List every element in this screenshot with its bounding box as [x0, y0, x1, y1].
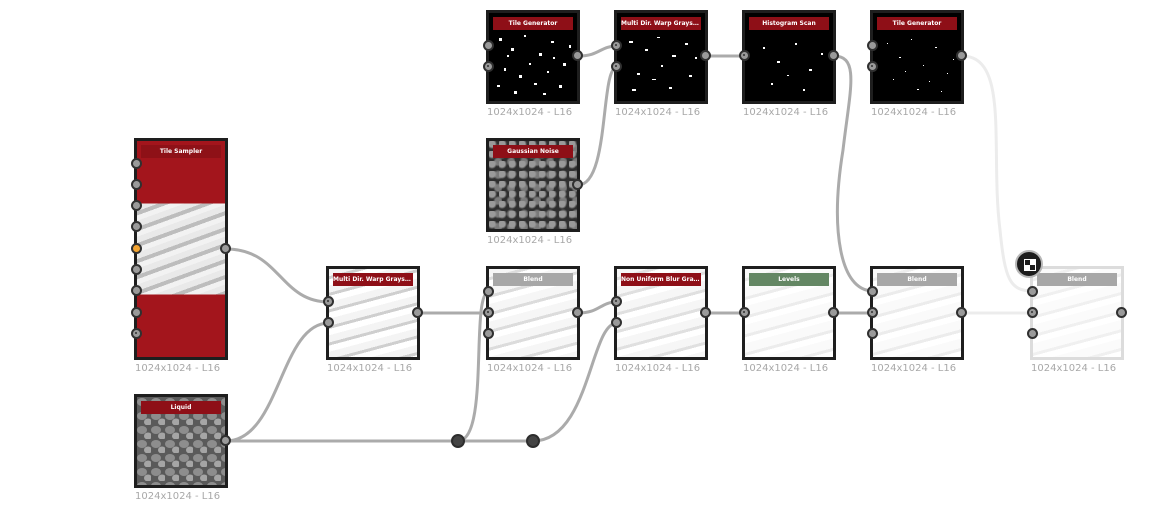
node-thumbnail: [137, 141, 225, 357]
input-port[interactable]: [611, 61, 622, 72]
node-size-label: 1024x1024 - L16: [615, 107, 701, 118]
output-port[interactable]: [1116, 307, 1127, 318]
node-size-label: 1024x1024 - L16: [487, 363, 573, 374]
output-port[interactable]: [956, 307, 967, 318]
output-port[interactable]: [700, 50, 711, 61]
input-port[interactable]: [1027, 328, 1038, 339]
node-size-label: 1024x1024 - L16: [135, 363, 221, 374]
node-tile-generator-2[interactable]: Tile Generator: [870, 10, 964, 104]
output-port[interactable]: [412, 307, 423, 318]
node-size-label: 1024x1024 - L16: [135, 491, 221, 502]
node-tile-generator-1[interactable]: Tile Generator: [486, 10, 580, 104]
node-title: Tile Sampler: [141, 145, 221, 158]
input-port[interactable]: [483, 286, 494, 297]
input-port[interactable]: [131, 328, 142, 339]
input-port[interactable]: [131, 221, 142, 232]
node-histogram-scan[interactable]: Histogram Scan: [742, 10, 836, 104]
node-blend-2[interactable]: Blend: [870, 266, 964, 360]
input-port[interactable]: [867, 40, 878, 51]
node-tile-sampler[interactable]: Tile Sampler: [134, 138, 228, 360]
checker-icon[interactable]: [1015, 250, 1043, 278]
node-size-label: 1024x1024 - L16: [871, 107, 957, 118]
input-port[interactable]: [131, 264, 142, 275]
input-port[interactable]: [131, 158, 142, 169]
node-title: Blend: [1037, 273, 1117, 286]
output-port[interactable]: [220, 243, 231, 254]
node-title: Gaussian Noise: [493, 145, 573, 158]
input-port[interactable]: [483, 40, 494, 51]
input-port[interactable]: [611, 317, 622, 328]
input-port[interactable]: [867, 61, 878, 72]
output-port[interactable]: [828, 307, 839, 318]
input-port[interactable]: [1027, 286, 1038, 297]
node-title: Liquid: [141, 401, 221, 414]
output-port[interactable]: [956, 50, 967, 61]
node-size-label: 1024x1024 - L16: [1031, 363, 1117, 374]
node-gaussian-noise[interactable]: Gaussian Noise: [486, 138, 580, 232]
node-levels[interactable]: Levels: [742, 266, 836, 360]
node-title: Non Uniform Blur Gray...: [621, 273, 701, 286]
node-title: Multi Dir. Warp Grayscale: [621, 17, 701, 30]
input-port[interactable]: [483, 328, 494, 339]
input-port[interactable]: [323, 317, 334, 328]
node-title: Histogram Scan: [749, 17, 829, 30]
output-port[interactable]: [220, 435, 231, 446]
input-port[interactable]: [739, 307, 750, 318]
input-port[interactable]: [323, 296, 334, 307]
input-port[interactable]: [131, 179, 142, 190]
node-title: Tile Generator: [493, 17, 573, 30]
node-size-label: 1024x1024 - L16: [615, 363, 701, 374]
input-port[interactable]: [483, 307, 494, 318]
reroute-dot[interactable]: [451, 434, 465, 448]
input-port[interactable]: [867, 307, 878, 318]
node-title: Levels: [749, 273, 829, 286]
node-blend-3[interactable]: Blend: [1030, 266, 1124, 360]
input-port[interactable]: [131, 200, 142, 211]
input-port[interactable]: [739, 50, 750, 61]
node-size-label: 1024x1024 - L16: [871, 363, 957, 374]
input-port[interactable]: [131, 307, 142, 318]
output-port[interactable]: [572, 179, 583, 190]
node-size-label: 1024x1024 - L16: [487, 107, 573, 118]
node-non-uniform-blur-grayscale[interactable]: Non Uniform Blur Gray...: [614, 266, 708, 360]
input-port[interactable]: [1027, 307, 1038, 318]
input-port-active[interactable]: [131, 243, 142, 254]
input-port[interactable]: [131, 285, 142, 296]
node-multi-dir-warp-grayscale-1[interactable]: Multi Dir. Warp Grayscale: [614, 10, 708, 104]
node-size-label: 1024x1024 - L16: [743, 107, 829, 118]
node-size-label: 1024x1024 - L16: [743, 363, 829, 374]
output-port[interactable]: [572, 307, 583, 318]
node-title: Multi Dir. Warp Grayscale: [333, 273, 413, 286]
input-port[interactable]: [483, 61, 494, 72]
output-port[interactable]: [700, 307, 711, 318]
input-port[interactable]: [611, 40, 622, 51]
input-port[interactable]: [867, 286, 878, 297]
node-size-label: 1024x1024 - L16: [327, 363, 413, 374]
node-size-label: 1024x1024 - L16: [487, 235, 573, 246]
node-title: Blend: [877, 273, 957, 286]
node-multi-dir-warp-grayscale-2[interactable]: Multi Dir. Warp Grayscale: [326, 266, 420, 360]
reroute-dot[interactable]: [526, 434, 540, 448]
output-port[interactable]: [828, 50, 839, 61]
node-liquid[interactable]: Liquid: [134, 394, 228, 488]
node-blend-1[interactable]: Blend: [486, 266, 580, 360]
output-port[interactable]: [572, 50, 583, 61]
input-port[interactable]: [611, 296, 622, 307]
node-title: Tile Generator: [877, 17, 957, 30]
input-port[interactable]: [867, 328, 878, 339]
node-title: Blend: [493, 273, 573, 286]
